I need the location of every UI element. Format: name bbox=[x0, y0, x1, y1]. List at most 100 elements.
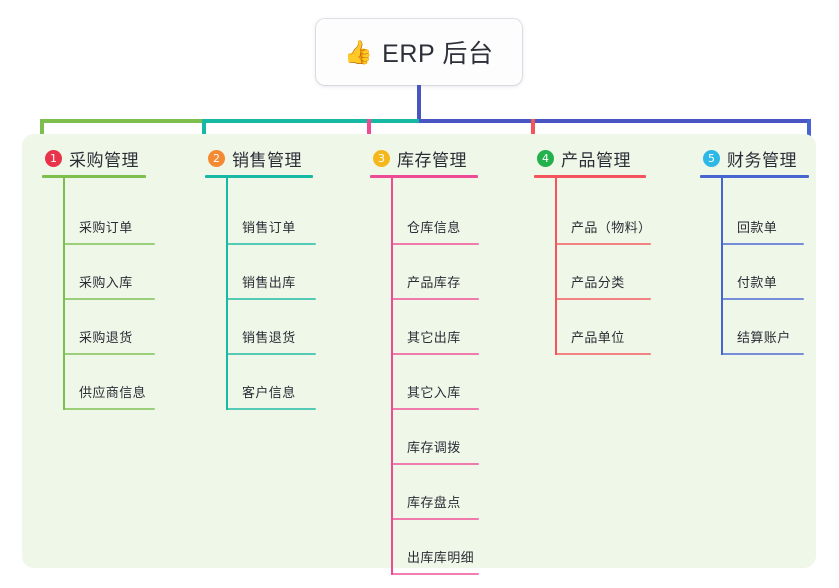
leaf-node-label: 客户信息 bbox=[242, 385, 296, 400]
leaf-node[interactable]: 其它出库 bbox=[391, 300, 479, 355]
leaf-node[interactable]: 产品库存 bbox=[391, 245, 479, 300]
leaf-node-underline bbox=[63, 353, 155, 355]
leaf-node[interactable]: 采购退货 bbox=[63, 300, 155, 355]
leaf-node-label: 付款单 bbox=[737, 275, 778, 290]
thumbs-up-icon: 👍 bbox=[344, 38, 374, 65]
leaf-node[interactable]: 供应商信息 bbox=[63, 355, 155, 410]
leaf-node[interactable]: 库存调拨 bbox=[391, 410, 479, 465]
leaf-node-label: 其它入库 bbox=[407, 385, 461, 400]
leaf-node-underline bbox=[555, 243, 651, 245]
branch-header-3[interactable]: 3 库存管理 bbox=[370, 145, 478, 171]
leaf-node-label: 结算账户 bbox=[737, 330, 791, 345]
leaf-node[interactable]: 回款单 bbox=[721, 190, 809, 245]
leaf-node-underline bbox=[391, 518, 479, 520]
leaf-node-label: 产品库存 bbox=[407, 275, 461, 290]
leaf-node-underline bbox=[391, 408, 479, 410]
branch-underline-1 bbox=[42, 175, 146, 178]
leaf-node-label: 其它出库 bbox=[407, 330, 461, 345]
leaf-node-label: 销售出库 bbox=[242, 275, 296, 290]
branch-title-2: 销售管理 bbox=[232, 150, 302, 170]
branch-children-2: 销售订单销售出库销售退货客户信息 bbox=[226, 178, 316, 410]
leaf-node-underline bbox=[391, 243, 479, 245]
leaf-node[interactable]: 产品单位 bbox=[555, 300, 651, 355]
branch-underline-5 bbox=[700, 175, 809, 178]
leaf-node-underline bbox=[391, 298, 479, 300]
branch-spine-5 bbox=[721, 178, 723, 355]
branch-spine-1 bbox=[63, 178, 65, 410]
leaf-node-underline bbox=[226, 353, 316, 355]
leaf-node[interactable]: 客户信息 bbox=[226, 355, 316, 410]
leaf-node-label: 仓库信息 bbox=[407, 220, 461, 235]
branch-children-1: 采购订单采购入库采购退货供应商信息 bbox=[63, 178, 155, 410]
branch-badge-2: 2 bbox=[208, 149, 225, 167]
leaf-node-label: 销售退货 bbox=[242, 330, 296, 345]
leaf-node[interactable]: 付款单 bbox=[721, 245, 809, 300]
leaf-node-label: 采购订单 bbox=[79, 220, 133, 235]
branch-title-5: 财务管理 bbox=[727, 150, 797, 170]
branch-badge-4: 4 bbox=[537, 149, 554, 167]
leaf-node-underline bbox=[391, 353, 479, 355]
branch-children-4: 产品（物料） 产品分类产品单位 bbox=[555, 178, 651, 355]
branch-title-1: 采购管理 bbox=[69, 150, 139, 170]
branch-column-3: 3 库存管理仓库信息产品库存其它出库其它入库库存调拨库存盘点出库库明细 bbox=[370, 145, 479, 575]
leaf-node-underline bbox=[721, 298, 804, 300]
leaf-node-label: 供应商信息 bbox=[79, 385, 147, 400]
branch-header-2[interactable]: 2 销售管理 bbox=[205, 145, 313, 171]
leaf-node-label: 回款单 bbox=[737, 220, 778, 235]
leaf-node-label: 库存盘点 bbox=[407, 495, 461, 510]
branch-title-4: 产品管理 bbox=[561, 150, 631, 170]
branch-children-5: 回款单付款单结算账户 bbox=[721, 178, 809, 355]
leaf-node-underline bbox=[226, 408, 316, 410]
leaf-node-underline bbox=[721, 243, 804, 245]
branches-panel bbox=[22, 134, 816, 568]
leaf-node[interactable]: 采购入库 bbox=[63, 245, 155, 300]
leaf-node[interactable]: 其它入库 bbox=[391, 355, 479, 410]
leaf-node-underline bbox=[391, 463, 479, 465]
branch-title-3: 库存管理 bbox=[397, 150, 467, 170]
branch-underline-3 bbox=[370, 175, 478, 178]
leaf-node[interactable]: 销售退货 bbox=[226, 300, 316, 355]
leaf-node[interactable]: 销售出库 bbox=[226, 245, 316, 300]
leaf-node[interactable]: 采购订单 bbox=[63, 190, 155, 245]
leaf-node[interactable]: 产品分类 bbox=[555, 245, 651, 300]
leaf-node-underline bbox=[555, 353, 651, 355]
leaf-node-label: 产品单位 bbox=[571, 330, 625, 345]
leaf-node[interactable]: 产品（物料） bbox=[555, 190, 651, 245]
branch-underline-2 bbox=[205, 175, 313, 178]
leaf-node-label: 产品（物料） bbox=[571, 220, 652, 235]
leaf-node[interactable]: 库存盘点 bbox=[391, 465, 479, 520]
leaf-node-underline bbox=[63, 298, 155, 300]
root-trunk-line bbox=[417, 85, 421, 122]
branch-spine-2 bbox=[226, 178, 228, 410]
leaf-node-label: 出库库明细 bbox=[407, 550, 475, 565]
leaf-node-underline bbox=[391, 573, 479, 575]
bus-segment-3 bbox=[419, 119, 811, 123]
branch-badge-3: 3 bbox=[373, 149, 390, 167]
root-node-title: ERP 后台 bbox=[382, 40, 494, 68]
bus-segment-1 bbox=[40, 119, 202, 123]
leaf-node-underline bbox=[63, 408, 155, 410]
leaf-node-label: 采购退货 bbox=[79, 330, 133, 345]
branch-underline-4 bbox=[534, 175, 646, 178]
leaf-node[interactable]: 结算账户 bbox=[721, 300, 809, 355]
leaf-node-label: 销售订单 bbox=[242, 220, 296, 235]
leaf-node[interactable]: 出库库明细 bbox=[391, 520, 479, 575]
leaf-node-underline bbox=[555, 298, 651, 300]
root-node[interactable]: 👍 ERP 后台 bbox=[316, 19, 522, 85]
leaf-node-underline bbox=[63, 243, 155, 245]
leaf-node-underline bbox=[721, 353, 804, 355]
branch-column-2: 2 销售管理销售订单销售出库销售退货客户信息 bbox=[205, 145, 316, 410]
branch-spine-4 bbox=[555, 178, 557, 355]
leaf-node[interactable]: 销售订单 bbox=[226, 190, 316, 245]
branch-children-3: 仓库信息产品库存其它出库其它入库库存调拨库存盘点出库库明细 bbox=[391, 178, 479, 575]
branch-spine-3 bbox=[391, 178, 393, 575]
branch-header-4[interactable]: 4 产品管理 bbox=[534, 145, 646, 171]
leaf-node-label: 库存调拨 bbox=[407, 440, 461, 455]
leaf-node-label: 采购入库 bbox=[79, 275, 133, 290]
leaf-node[interactable]: 仓库信息 bbox=[391, 190, 479, 245]
